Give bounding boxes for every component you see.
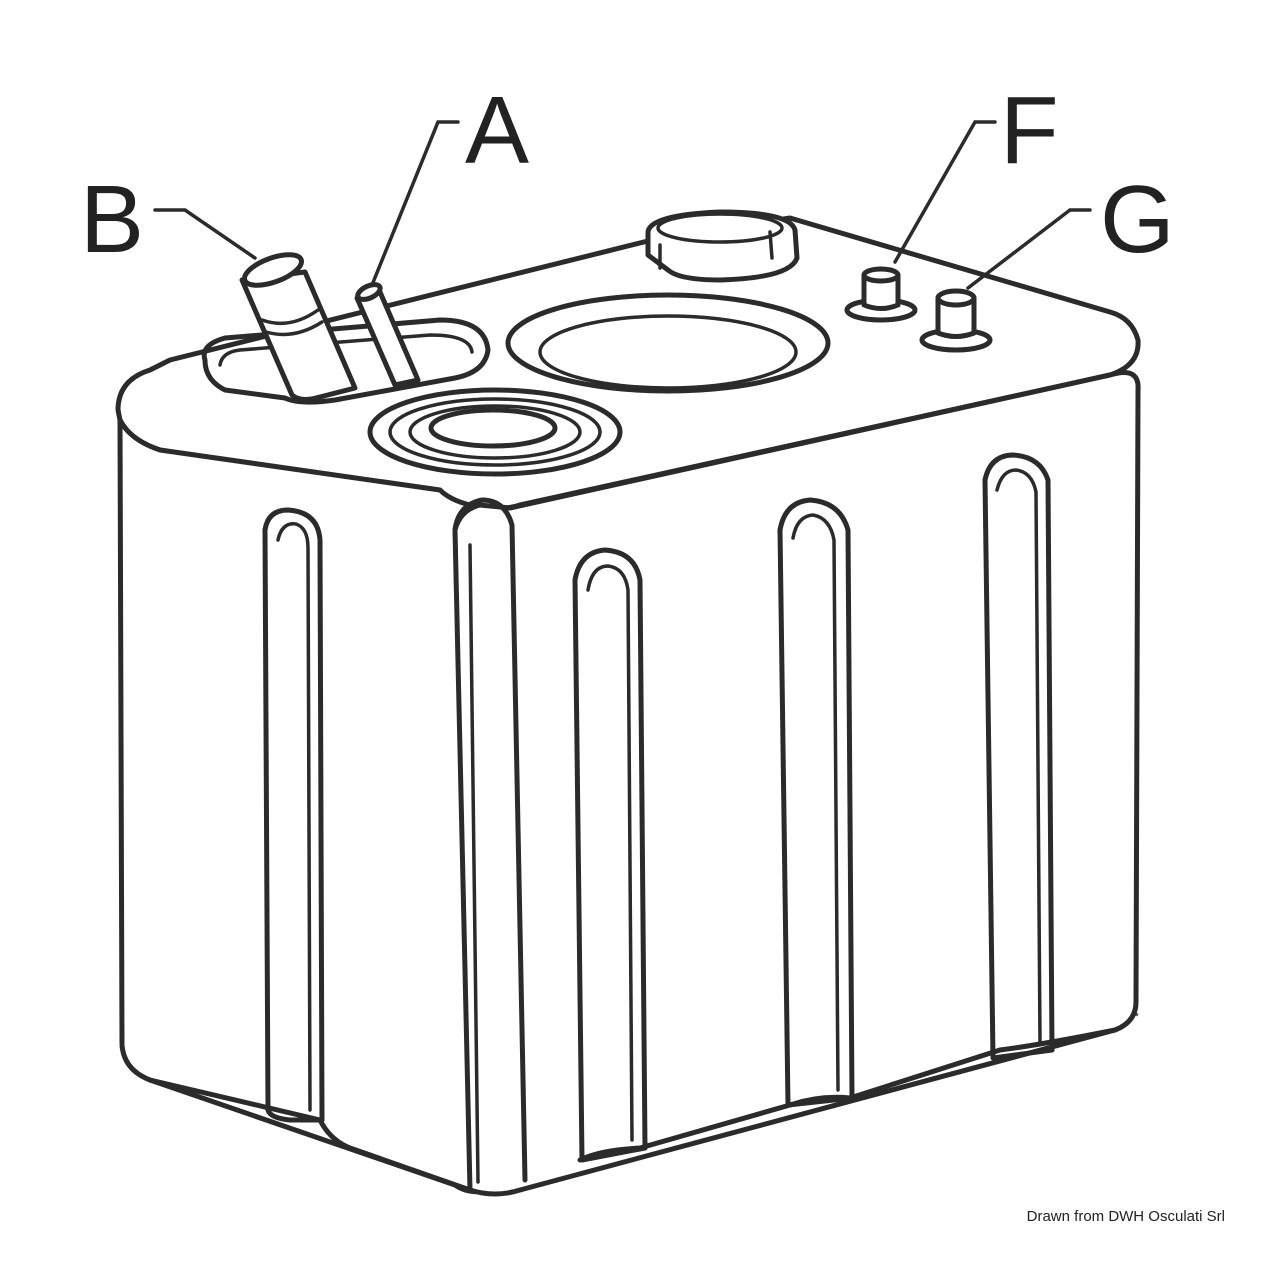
- label-g: G: [1100, 166, 1175, 273]
- right-face-ribs: [572, 452, 1055, 1163]
- leader-g: [966, 208, 1092, 290]
- leader-f: [893, 120, 997, 264]
- pipe-well: [201, 317, 491, 405]
- leader-a: [370, 120, 460, 287]
- pipe-b: [239, 252, 358, 402]
- left-face-ribs: [262, 507, 325, 1123]
- pipe-a: [354, 282, 421, 388]
- leader-lines: [153, 120, 1092, 290]
- callout-letters: B A F G: [80, 77, 1175, 273]
- fitting-f: [844, 266, 918, 323]
- fitting-g: [919, 288, 993, 353]
- label-a: A: [465, 77, 529, 184]
- front-corner-edge: [452, 497, 528, 1183]
- leader-b: [153, 208, 257, 260]
- flanged-fitting: [367, 387, 623, 477]
- inspection-port: [505, 292, 831, 394]
- label-b: B: [80, 166, 144, 273]
- image-credit: Drawn from DWH Osculati Srl: [1026, 1208, 1225, 1225]
- filler-cap: [645, 209, 800, 283]
- label-f: F: [1000, 77, 1059, 184]
- top-fittings: [201, 209, 993, 477]
